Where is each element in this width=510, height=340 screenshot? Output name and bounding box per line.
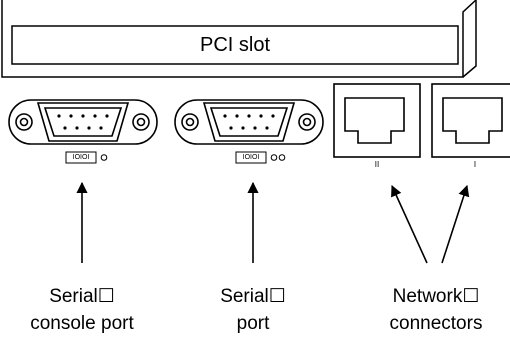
network-connectors-label-line1: Network☐: [392, 286, 480, 307]
network-left-marking: II: [374, 160, 380, 169]
network-connector-right: [431, 83, 510, 158]
console-led-marking: IOIOI: [72, 154, 90, 161]
network-connectors-label: Network☐ connectors: [366, 283, 506, 337]
serial-console-label-line1: Serial☐: [49, 286, 115, 307]
serial-port-connector: [174, 99, 324, 145]
network-connectors-label-line2: connectors: [389, 313, 483, 334]
pci-slot-bracket: [1, 0, 477, 78]
network-arrow-right: [441, 184, 470, 264]
network-connector-left: [333, 83, 421, 158]
serial-console-connector: [8, 99, 158, 145]
serial-port-label: Serial☐ port: [193, 283, 313, 337]
serial-led-marking: IOIOI: [242, 154, 260, 161]
network-arrow-left: [391, 184, 428, 264]
serial-port-indicator: [235, 151, 286, 164]
serial-console-indicator: [65, 151, 108, 164]
serial-console-label: Serial☐ console port: [2, 283, 162, 337]
network-right-marking: I: [473, 160, 477, 169]
pci-slot-label: PCI slot: [199, 34, 271, 56]
serial-console-label-line2: console port: [30, 313, 134, 334]
serial-port-label-line1: Serial☐: [220, 286, 286, 307]
serial-port-label-line2: port: [236, 313, 270, 334]
